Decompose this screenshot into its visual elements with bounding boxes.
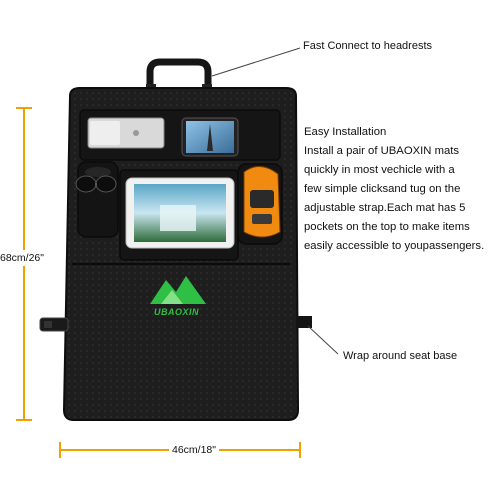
description-line: few simple clicksand tug on the	[304, 183, 461, 195]
description-title: Easy Installation	[304, 126, 387, 138]
height-dimension-label: 68cm/26"	[0, 250, 44, 266]
side-buckle-left	[39, 317, 69, 332]
description-line: adjustable strap.Each mat has 5	[304, 202, 466, 214]
seat-base-callout: Wrap around seat base	[343, 350, 458, 362]
seat-base-callout-line	[307, 325, 339, 355]
mountain-logo	[150, 276, 206, 304]
phone	[181, 117, 239, 157]
description-line: pockets on the top to make items	[304, 221, 470, 233]
width-dimension-label: 46cm/18"	[169, 443, 219, 457]
brand-logo-text: UBAOXIN	[154, 307, 200, 317]
sunglasses	[75, 175, 117, 193]
toy-car	[243, 166, 281, 238]
side-strap-right	[296, 316, 312, 328]
description-line: Install a pair of UBAOXIN mats	[304, 145, 460, 157]
description-block: Easy Installation Install a pair of UBAO…	[304, 123, 500, 256]
power-bank	[87, 117, 165, 149]
headrest-callout-line	[211, 47, 301, 77]
description-line: easily accessible to youpassengers.	[304, 240, 485, 252]
description-line: quickly in most vechicle with a	[304, 164, 455, 176]
bottle-pocket	[77, 161, 119, 238]
headrest-callout: Fast Connect to headrests	[303, 40, 433, 52]
tablet	[125, 177, 235, 249]
